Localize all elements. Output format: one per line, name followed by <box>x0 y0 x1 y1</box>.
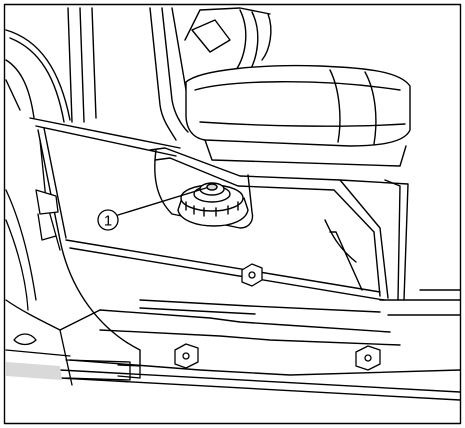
floor-bracket-left <box>174 343 199 369</box>
floor-step <box>59 289 461 401</box>
callout-number: 1 <box>104 213 112 230</box>
callout-1: 1 <box>97 187 207 231</box>
seat <box>184 7 411 167</box>
cab-door-frame <box>5 7 189 157</box>
left-mechanism <box>5 139 141 386</box>
floor-bracket-right <box>355 345 381 371</box>
panel-bracket <box>241 263 263 287</box>
callout-leader-line <box>117 187 207 216</box>
callout-marker <box>97 209 119 231</box>
floor-shadow <box>6 362 62 380</box>
